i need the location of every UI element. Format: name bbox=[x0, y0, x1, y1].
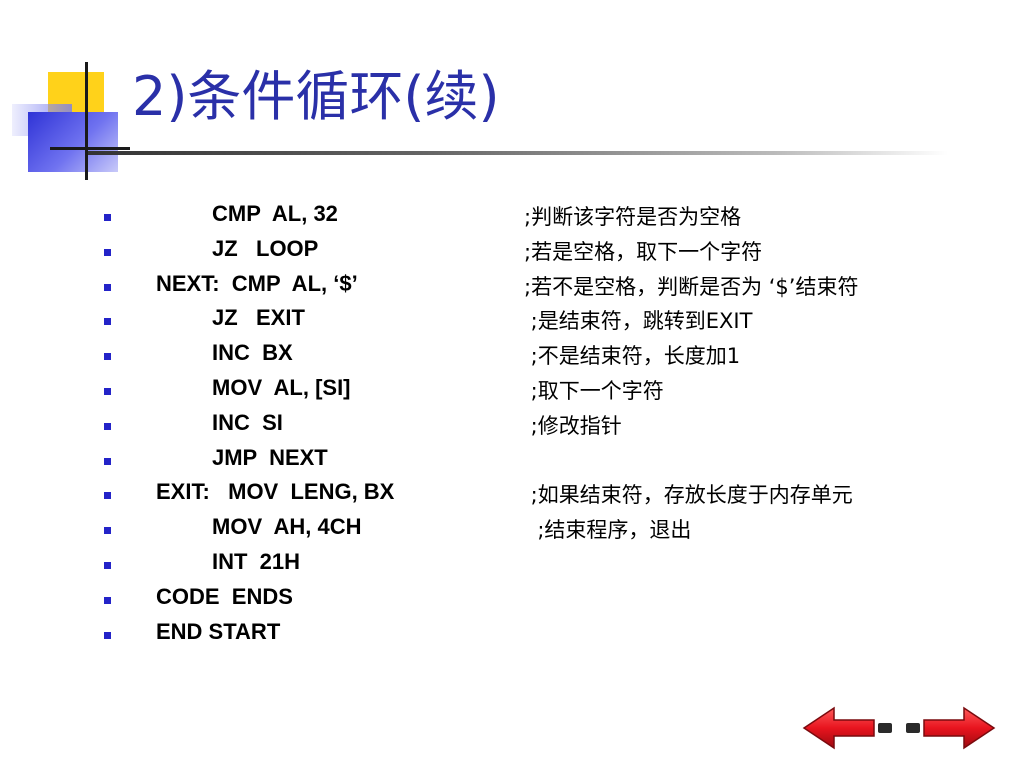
bullet-icon bbox=[104, 283, 111, 291]
code-instruction: NEXT: CMP AL, ‘$’ bbox=[156, 270, 358, 296]
arrow-right-icon bbox=[906, 706, 996, 750]
slide-title: 2)条件循环(续) bbox=[132, 65, 500, 128]
code-comment: ;如果结束符，存放长度于内存单元 bbox=[524, 483, 853, 508]
code-line: EXIT: MOV LENG, BX ;如果结束符，存放长度于内存单元 bbox=[0, 477, 1024, 512]
bullet-icon bbox=[104, 248, 111, 256]
code-instruction: CODE ENDS bbox=[156, 583, 293, 609]
code-comment: ;若不是空格，判断是否为 ‘$’结束符 bbox=[524, 274, 859, 299]
code-comment: ;若是空格，取下一个字符 bbox=[524, 239, 763, 264]
bullet-icon bbox=[104, 387, 111, 395]
code-comment: ;结束程序，退出 bbox=[524, 518, 692, 543]
bullet-icon bbox=[104, 353, 111, 361]
bullet-icon bbox=[104, 631, 111, 639]
bullet-icon bbox=[104, 492, 111, 500]
code-line: CMP AL, 32 ;判断该字符是否为空格 bbox=[0, 199, 1024, 234]
code-line: MOV AL, [SI] ;取下一个字符 bbox=[0, 373, 1024, 408]
prev-slide-button[interactable] bbox=[800, 700, 900, 756]
code-line: MOV AH, 4CH ;结束程序，退出 bbox=[0, 512, 1024, 547]
code-line: JMP NEXT bbox=[0, 443, 1024, 478]
code-instruction: END START bbox=[156, 618, 281, 644]
code-comment: ;不是结束符，长度加1 bbox=[524, 344, 741, 369]
code-instruction: JMP NEXT bbox=[212, 444, 328, 470]
code-line: JZ LOOP ;若是空格，取下一个字符 bbox=[0, 234, 1024, 269]
code-line: JZ EXIT ;是结束符，跳转到EXIT bbox=[0, 303, 1024, 338]
bullet-icon bbox=[104, 457, 111, 465]
code-instruction: CMP AL, 32 bbox=[212, 201, 338, 226]
code-instruction: JZ LOOP bbox=[212, 235, 319, 261]
code-instruction: EXIT: MOV LENG, BX bbox=[156, 479, 395, 505]
bullet-icon bbox=[104, 214, 111, 221]
code-line: CODE ENDS bbox=[0, 582, 1024, 617]
code-comment: ;修改指针 bbox=[524, 413, 622, 438]
bullet-icon bbox=[104, 527, 111, 535]
code-line: INT 21H bbox=[0, 547, 1024, 582]
bullet-icon bbox=[104, 596, 111, 604]
code-listing: CMP AL, 32 ;判断该字符是否为空格 JZ LOOP ;若是空格，取下一个字符… bbox=[0, 199, 1024, 651]
code-instruction: JZ EXIT bbox=[212, 305, 305, 331]
code-instruction: INT 21H bbox=[212, 548, 301, 574]
code-instruction: INC SI bbox=[212, 409, 283, 435]
decor-cross-line bbox=[50, 147, 130, 150]
bullet-icon bbox=[104, 561, 111, 569]
next-slide-button[interactable] bbox=[900, 700, 1000, 756]
decor-blue-square bbox=[28, 112, 118, 172]
code-line: NEXT: CMP AL, ‘$’ ;若不是空格，判断是否为 ‘$’结束符 bbox=[0, 269, 1024, 304]
bullet-icon bbox=[104, 318, 111, 326]
decor-vertical-line bbox=[85, 62, 88, 180]
code-instruction: INC BX bbox=[212, 340, 293, 366]
code-instruction: MOV AL, [SI] bbox=[212, 374, 351, 400]
bullet-icon bbox=[104, 422, 111, 430]
code-comment: ;取下一个字符 bbox=[524, 378, 664, 403]
code-line: INC BX ;不是结束符，长度加1 bbox=[0, 338, 1024, 373]
code-line: INC SI ;修改指针 bbox=[0, 408, 1024, 443]
code-instruction: MOV AH, 4CH bbox=[212, 514, 362, 540]
arrow-left-icon bbox=[802, 706, 892, 750]
code-comment: ;判断该字符是否为空格 bbox=[524, 205, 742, 229]
code-line: END START bbox=[0, 617, 1024, 652]
code-comment: ;是结束符，跳转到EXIT bbox=[524, 309, 753, 334]
title-underline bbox=[88, 151, 948, 155]
